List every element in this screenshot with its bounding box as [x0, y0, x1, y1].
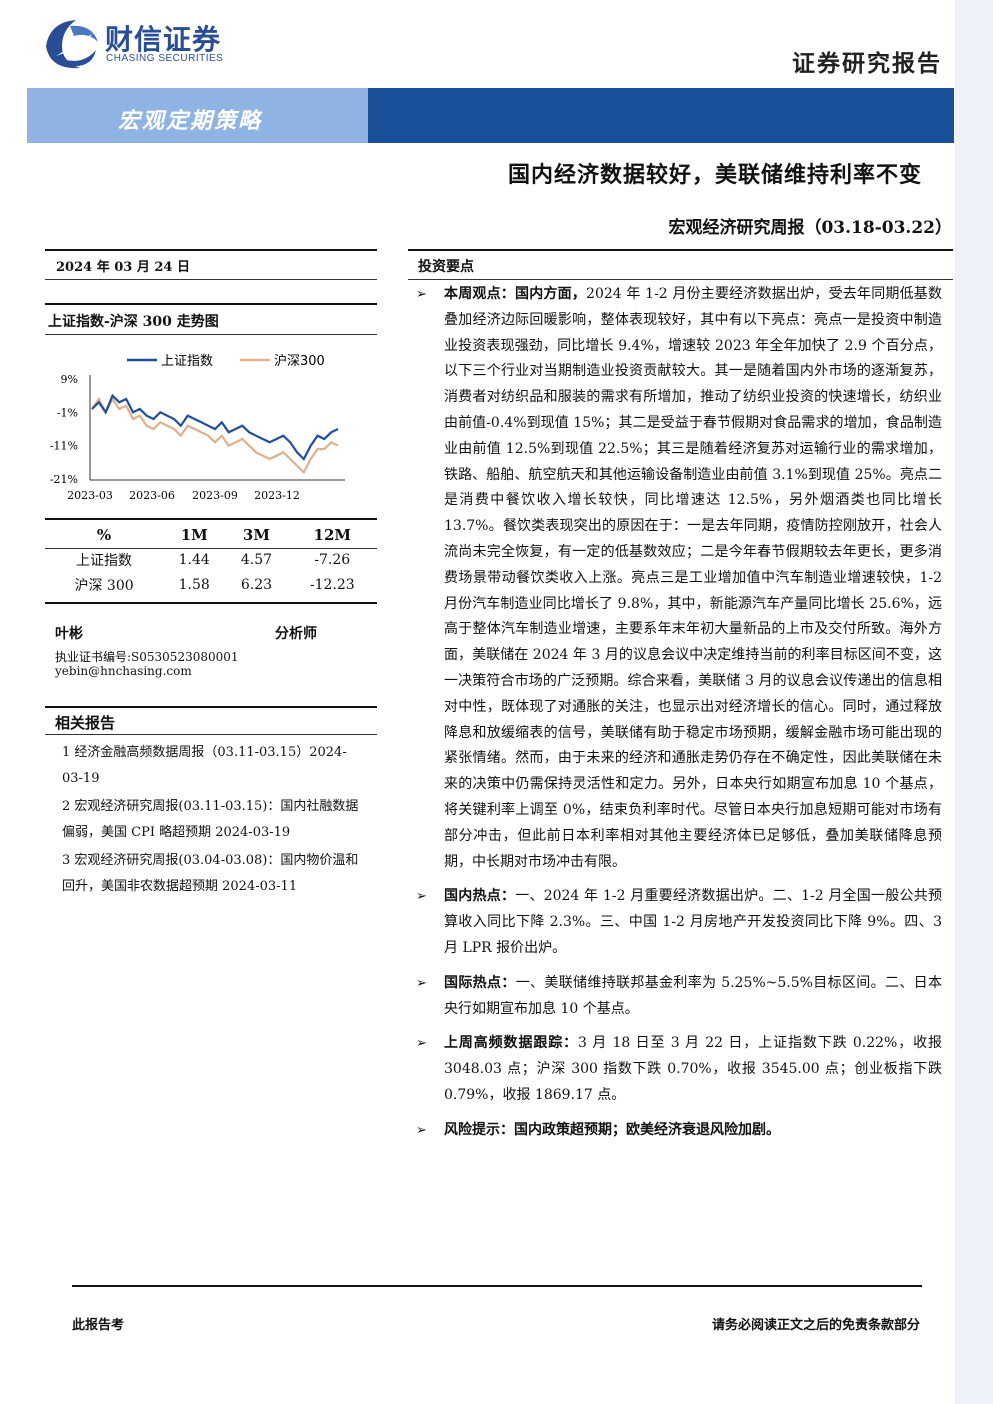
related-reports-title: 相关报告: [55, 714, 116, 732]
footer-disclaimer: 请务必阅读正文之后的免责条款部分: [711, 1318, 920, 1333]
logo-chinese-name: 财信证券: [105, 23, 222, 56]
table-cell: 上证指数: [76, 552, 133, 569]
legend-label-csi300: 沪深300: [274, 353, 325, 369]
point-text: 2024 年 1-2 月份主要经济数据出炉，受去年同期低基数叠加经济边际回暖影响…: [444, 286, 943, 870]
divider: [45, 334, 377, 335]
table-header: %: [96, 525, 112, 544]
category-band-light: [27, 88, 368, 143]
point-label: 国际热点：: [444, 974, 516, 991]
table-header: 12M: [313, 525, 352, 544]
divider: [408, 249, 953, 251]
bullet-arrow-icon: ➢: [416, 889, 427, 905]
report-title: 国内经济数据较好，美联储维持利率不变: [507, 162, 922, 188]
footer-left-text: 此报告考: [72, 1318, 125, 1333]
list-item[interactable]: 3 宏观经济研究周报(03.04-03.08)：国内物价温和回升，美国非农数据超…: [62, 853, 359, 894]
table-header: 1M: [180, 525, 208, 544]
divider: [45, 548, 377, 549]
category-label: 宏观定期策略: [118, 108, 263, 134]
bullet-arrow-icon: ➢: [416, 287, 427, 302]
bullet-arrow-icon: ➢: [416, 1122, 427, 1138]
category-band-dark: [368, 88, 954, 143]
divider: [408, 279, 953, 280]
list-item[interactable]: 1 经济金融高频数据周报（03.11-03.15）2024-03-19: [62, 745, 347, 786]
table-cell: 6.23: [240, 576, 273, 593]
bullet-arrow-icon: ➢: [416, 1036, 427, 1052]
point-text: 一、2024 年 1-2 月重要经济数据出炉。二、1-2 月全国一般公共预算收入…: [444, 888, 943, 956]
series-line-csi300: [91, 396, 339, 475]
analyst-certificate: 执业证书编号:S0530523080001: [55, 650, 239, 664]
point-text: 3 月 18 日至 3 月 22 日，上证指数下跌 0.22%，收报 3048.…: [444, 1035, 942, 1103]
point-international: ➢ 国际热点：一、美联储维持联邦基金利率为 5.25%~5.5%目标区间。二、日…: [414, 971, 942, 1023]
point-text: 国内政策超预期；欧美经济衰退风险加剧。: [514, 1121, 780, 1138]
x-tick-label: 2023-03: [67, 489, 113, 502]
divider: [45, 249, 377, 251]
point-domestic: ➢ 国内热点：一、2024 年 1-2 月重要经济数据出炉。二、1-2 月全国一…: [414, 884, 942, 961]
report-date: 2024 年 03 月 24 日: [56, 260, 190, 275]
divider: [45, 734, 377, 735]
divider: [45, 706, 377, 708]
investment-points: ➢ 本周观点：国内方面，2024 年 1-2 月份主要经济数据出炉，受去年同期低…: [414, 282, 942, 1153]
series-line-shanghai: [91, 393, 339, 461]
table-cell: -7.26: [314, 551, 351, 568]
performance-table: % 1M 3M 12M 上证指数 1.44 4.57 -7.26 沪深 300 …: [45, 522, 377, 597]
table-header: 3M: [242, 525, 270, 544]
logo-english-name: CHASING SECURITIES: [106, 53, 224, 64]
divider: [45, 303, 377, 305]
index-trend-chart: 上证指数 沪深300 9% -1% -11% -21% 2023-03 2023-06 2…: [50, 353, 345, 502]
y-tick-label: -11%: [50, 440, 78, 453]
divider: [45, 279, 377, 280]
table-cell: 1.44: [178, 551, 210, 568]
report-subtitle: 宏观经济研究周报（03.18-03.22）: [668, 218, 952, 238]
x-tick-label: 2023-09: [192, 489, 238, 502]
x-tick-label: 2023-06: [129, 489, 175, 502]
x-tick-label: 2023-12: [254, 489, 300, 502]
point-text: 一、美联储维持联邦基金利率为 5.25%~5.5%目标区间。二、日本央行如期宣布…: [444, 974, 942, 1017]
analyst-name: 叶彬: [55, 626, 83, 642]
point-label: 国内热点：: [444, 888, 516, 905]
divider: [45, 602, 377, 604]
y-tick-label: -1%: [57, 406, 78, 419]
divider: [45, 518, 377, 520]
point-high-frequency: ➢ 上周高频数据跟踪：3 月 18 日至 3 月 22 日，上证指数下跌 0.2…: [414, 1031, 942, 1108]
legend-label-shanghai: 上证指数: [161, 354, 213, 369]
analyst-role: 分析师: [275, 626, 317, 642]
list-item[interactable]: 2 宏观经济研究周报(03.11-03.15)：国内社融数据偏弱，美国 CPI …: [62, 799, 359, 840]
y-tick-label: 9%: [61, 373, 78, 386]
chart-title: 上证指数-沪深 300 走势图: [48, 314, 219, 330]
table-header-row: % 1M 3M 12M: [45, 522, 377, 547]
point-label: 本周观点：国内方面，: [444, 286, 587, 302]
table-cell: 1.58: [178, 576, 210, 593]
point-label: 风险提示：: [444, 1121, 514, 1138]
investment-points-title: 投资要点: [418, 259, 474, 275]
table-cell: 沪深 300: [74, 577, 134, 594]
company-logo: 财信证券 CHASING SECURITIES: [40, 16, 260, 72]
bullet-arrow-icon: ➢: [416, 975, 427, 991]
chasing-logo-icon: [46, 20, 98, 69]
related-reports-list: 1 经济金融高频数据周报（03.11-03.15）2024-03-19 2 宏观…: [62, 740, 362, 902]
y-tick-label: -21%: [50, 473, 78, 486]
footer-divider: [72, 1285, 922, 1287]
table-row: 沪深 300 1.58 6.23 -12.23: [45, 572, 377, 597]
table-cell: 4.57: [240, 551, 273, 568]
table-row: 上证指数 1.44 4.57 -7.26: [45, 547, 377, 572]
point-label: 上周高频数据跟踪：: [444, 1035, 579, 1052]
chart-legend: 上证指数 沪深300: [127, 353, 325, 369]
report-type: 证券研究报告: [792, 50, 942, 77]
right-margin-strip: [955, 0, 993, 1404]
point-risk: ➢ 风险提示：国内政策超预期；欧美经济衰退风险加剧。: [414, 1118, 942, 1144]
table-cell: -12.23: [309, 576, 355, 593]
analyst-email: yebin@hnchasing.com: [55, 664, 192, 678]
point-weekly-view: ➢ 本周观点：国内方面，2024 年 1-2 月份主要经济数据出炉，受去年同期低…: [414, 282, 942, 875]
